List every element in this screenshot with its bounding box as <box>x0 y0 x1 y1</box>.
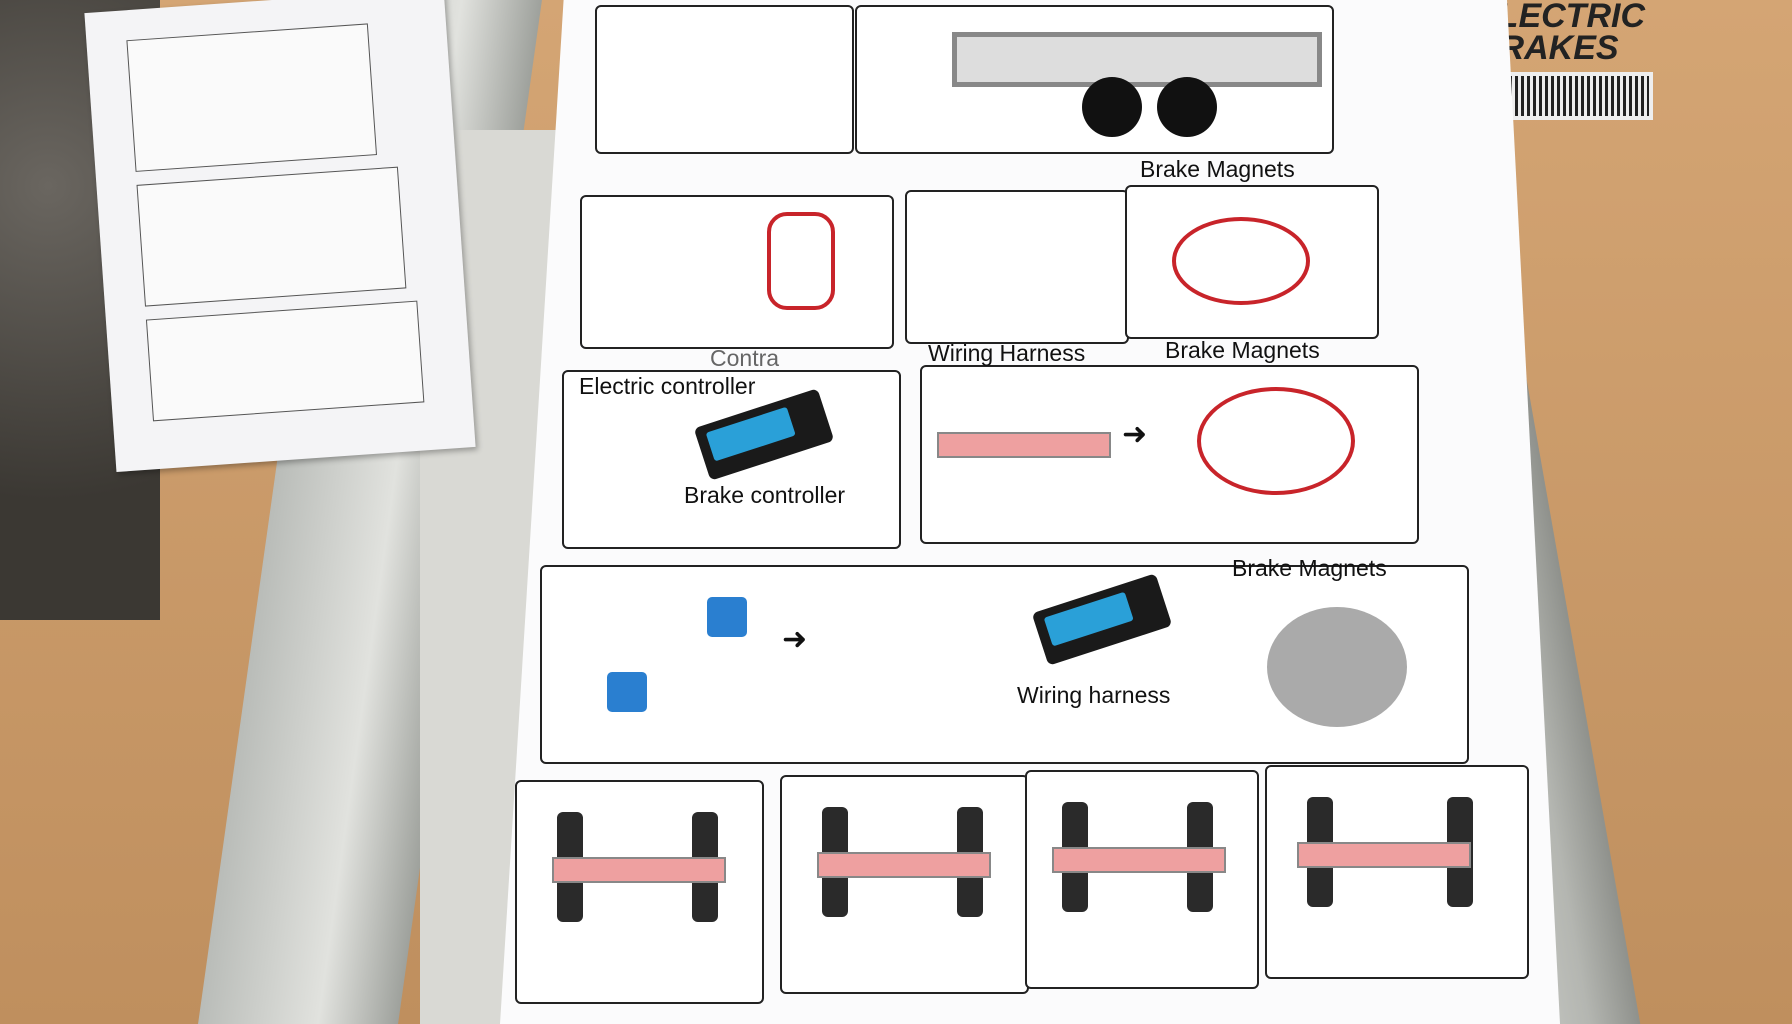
harness-panel: ➜ Brake Magnets Wiring harness <box>540 555 1469 764</box>
red-wire <box>767 212 835 310</box>
electric-controller-label: Electric controller <box>579 373 756 399</box>
brake-assembly-panel <box>515 780 764 1004</box>
brake-bracket <box>552 857 726 883</box>
trailer-wheel <box>1082 77 1142 137</box>
blue-connector <box>607 672 647 712</box>
bracket-magnet-panel: ➜ <box>920 365 1419 544</box>
diagram-block <box>126 23 378 172</box>
trailer-wheel <box>1157 77 1217 137</box>
contra-label: Contra <box>710 345 780 371</box>
brake-assembly-panel <box>1265 765 1529 979</box>
brake-magnets-label: Brake Magnets <box>1165 337 1320 363</box>
magnets-panel <box>1125 185 1379 339</box>
brake-controller-device <box>693 388 835 481</box>
arrow-icon: ➜ <box>1122 418 1148 451</box>
brake-bracket <box>817 852 991 878</box>
controller-panel <box>905 190 1129 344</box>
wiring-poster: Brake Magnets Contra Wiring Harness Brak… <box>500 0 1560 1024</box>
diagram-block <box>136 166 407 307</box>
brake-magnets-label: Brake Magnets <box>1232 555 1387 581</box>
blue-connector <box>707 597 747 637</box>
brake-bracket <box>1052 847 1226 873</box>
brake-magnet-disc <box>1267 607 1407 727</box>
magnet-wire-loop <box>1197 387 1355 495</box>
arrow-icon: ➜ <box>782 623 808 656</box>
text-panel <box>595 5 854 154</box>
trailer-bed <box>952 32 1322 87</box>
brake-controller-device <box>1031 573 1173 666</box>
trailer-panel <box>855 5 1334 154</box>
wiring-harness-label: Wiring harness <box>1017 682 1171 708</box>
brake-bracket <box>937 432 1111 458</box>
brake-assembly-panel <box>780 775 1029 994</box>
instruction-sheet <box>84 0 476 472</box>
brake-controller-label: Brake controller <box>684 482 846 508</box>
brake-assembly-panel <box>1025 770 1259 989</box>
brake-magnets-label: Brake Magnets <box>1140 156 1295 182</box>
connectors-panel <box>580 195 894 349</box>
diagram-block <box>145 300 425 422</box>
wiring-harness-label: Wiring Harness <box>928 340 1086 366</box>
magnet-wire-loop <box>1172 217 1310 305</box>
brake-bracket <box>1297 842 1471 868</box>
brake-controller-panel: Electric controller Brake controller <box>562 370 901 549</box>
